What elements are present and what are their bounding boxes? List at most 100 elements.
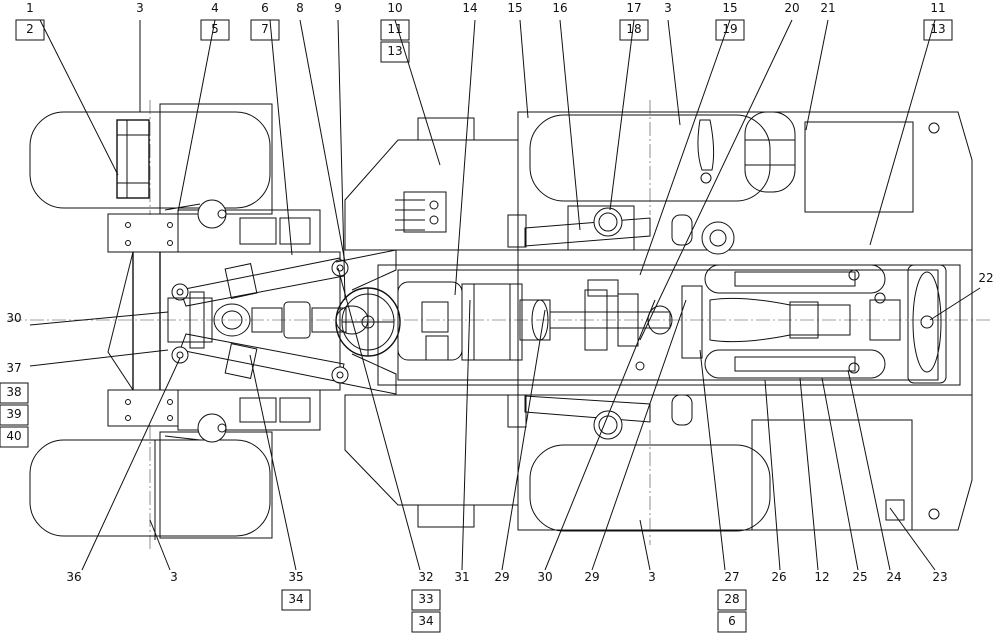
label-top-13: 15 [507, 1, 522, 15]
leader-line [847, 369, 891, 571]
label-top-1-box [15, 19, 45, 41]
label-top-10: 11 [387, 22, 402, 36]
leader-line [337, 19, 346, 301]
label-top-6-box [250, 19, 280, 41]
label-bottom-11: 3 [648, 570, 656, 584]
leader-line [869, 19, 936, 246]
leader-lines [29, 19, 981, 571]
label-bottom-14-box [717, 611, 747, 633]
rear-left-wheel [529, 100, 771, 215]
motor-unit [397, 281, 551, 361]
label-bottom-15: 26 [771, 570, 786, 584]
battery-box [804, 121, 914, 213]
label-top-23-box [923, 19, 953, 41]
label-bottom-16: 12 [814, 570, 829, 584]
leader-line [29, 349, 169, 367]
label-top-4-box [200, 19, 230, 41]
label-bottom-10: 29 [584, 570, 599, 584]
leader-line [39, 19, 119, 176]
valve-23 [885, 499, 905, 521]
leader-line [639, 19, 793, 341]
leader-line [249, 354, 297, 571]
label-top-2: 3 [136, 1, 144, 15]
label-bottom-7: 31 [454, 570, 469, 584]
leader-line [805, 19, 829, 131]
label-bottom-8: 29 [494, 570, 509, 584]
front-right-wheel [29, 425, 273, 550]
steering-wheel [335, 249, 401, 395]
label-left-3-box [0, 404, 29, 426]
label-top-11-box [380, 41, 410, 63]
label-top-10-box [380, 19, 410, 41]
label-top-4: 5 [211, 22, 219, 36]
label-top-19-box [715, 19, 745, 41]
leader-line [764, 379, 781, 571]
label-top-7: 8 [296, 1, 304, 15]
leader-line [591, 299, 687, 571]
label-bottom-13: 28 [724, 592, 739, 606]
rear-right-wheel [529, 430, 771, 545]
label-bottom-2: 35 [288, 570, 303, 584]
label-bottom-1: 3 [170, 570, 178, 584]
leader-line [559, 19, 581, 231]
label-top-1: 2 [26, 22, 34, 36]
leader-line [699, 349, 726, 571]
leader-line [501, 309, 546, 571]
label-bottom-18: 24 [886, 570, 901, 584]
front-axle-frame [107, 199, 341, 443]
label-top-0: 1 [26, 1, 34, 15]
label-top-16: 18 [626, 22, 641, 36]
leader-line [29, 311, 169, 326]
label-top-15: 17 [626, 1, 641, 15]
leader-line [929, 287, 981, 321]
label-bottom-0: 36 [66, 570, 81, 584]
label-top-3: 4 [211, 1, 219, 15]
leader-line [821, 377, 859, 571]
leader-line [269, 19, 293, 256]
label-top-14: 16 [552, 1, 567, 15]
front-drive-shaft [167, 291, 369, 349]
label-top-22: 11 [930, 1, 945, 15]
control-levers [395, 191, 735, 440]
label-top-21: 21 [820, 1, 835, 15]
label-bottom-6: 34 [418, 614, 433, 628]
front-left-wheel [29, 100, 273, 215]
label-top-19: 19 [722, 22, 737, 36]
label-left-0: 30 [6, 311, 21, 325]
gas-cylinders [697, 111, 796, 193]
label-top-18: 15 [722, 1, 737, 15]
rear-drive-shaft [549, 279, 703, 371]
label-top-17: 3 [664, 1, 672, 15]
tank-box [751, 419, 913, 531]
label-left-2: 38 [6, 385, 21, 399]
label-bottom-3: 34 [288, 592, 303, 606]
leader-line [394, 19, 441, 166]
label-bottom-12: 27 [724, 570, 739, 584]
engine-radiator [704, 264, 901, 379]
leader-line [799, 377, 819, 571]
label-top-16-box [619, 19, 649, 41]
chassis-body [344, 111, 973, 531]
leader-line [337, 267, 421, 571]
label-top-9: 10 [387, 1, 402, 15]
leader-line [299, 19, 346, 263]
pulley-22 [907, 264, 947, 384]
label-bottom-6-box [411, 611, 441, 633]
leader-line [609, 19, 635, 211]
label-bottom-14: 6 [728, 614, 736, 628]
steering-cylinders [171, 257, 349, 384]
label-bottom-9: 30 [537, 570, 552, 584]
label-top-6: 7 [261, 22, 269, 36]
label-left-4: 40 [6, 429, 21, 443]
label-top-11: 13 [387, 44, 402, 58]
label-left-3: 39 [6, 407, 21, 421]
label-bottom-13-box [717, 589, 747, 611]
leader-line [177, 19, 216, 213]
leader-line [519, 19, 529, 119]
label-bottom-19: 23 [932, 570, 947, 584]
label-top-20: 20 [784, 1, 799, 15]
leader-line [544, 299, 656, 571]
label-bottom-5-box [411, 589, 441, 611]
